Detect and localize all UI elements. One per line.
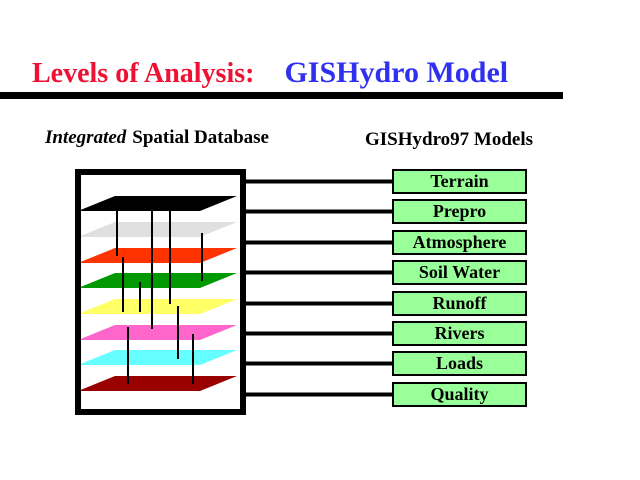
- subtitle-rest: Spatial Database: [132, 127, 269, 148]
- layer-cyan: [78, 350, 237, 365]
- subtitle-emphasis: Integrated: [45, 127, 127, 148]
- layer-pink: [78, 325, 237, 340]
- layer-darkred: [78, 376, 237, 391]
- title-underline: [0, 92, 563, 99]
- layer-green: [78, 273, 237, 288]
- database-box-fill: [78, 172, 243, 412]
- model-box-rivers: Rivers: [392, 321, 527, 346]
- layer-black: [78, 196, 237, 211]
- title-gishydro-model: GISHydro Model: [284, 56, 509, 89]
- model-box-loads: Loads: [392, 351, 527, 376]
- model-box-terrain: Terrain: [392, 169, 527, 194]
- model-box-atmosphere: Atmosphere: [392, 230, 527, 255]
- title-levels-of-analysis: Levels of Analysis:: [32, 58, 255, 89]
- database-box-border: [75, 169, 246, 415]
- model-box-prepro: Prepro: [392, 199, 527, 224]
- model-box-soil-water: Soil Water: [392, 260, 527, 285]
- model-box-quality: Quality: [392, 382, 527, 407]
- page-title: Levels of Analysis: GISHydro Model: [32, 56, 508, 90]
- subtitle-gishydro97-models: GISHydro97 Models: [365, 129, 534, 150]
- model-box-runoff: Runoff: [392, 291, 527, 316]
- layer-yellow: [78, 299, 237, 314]
